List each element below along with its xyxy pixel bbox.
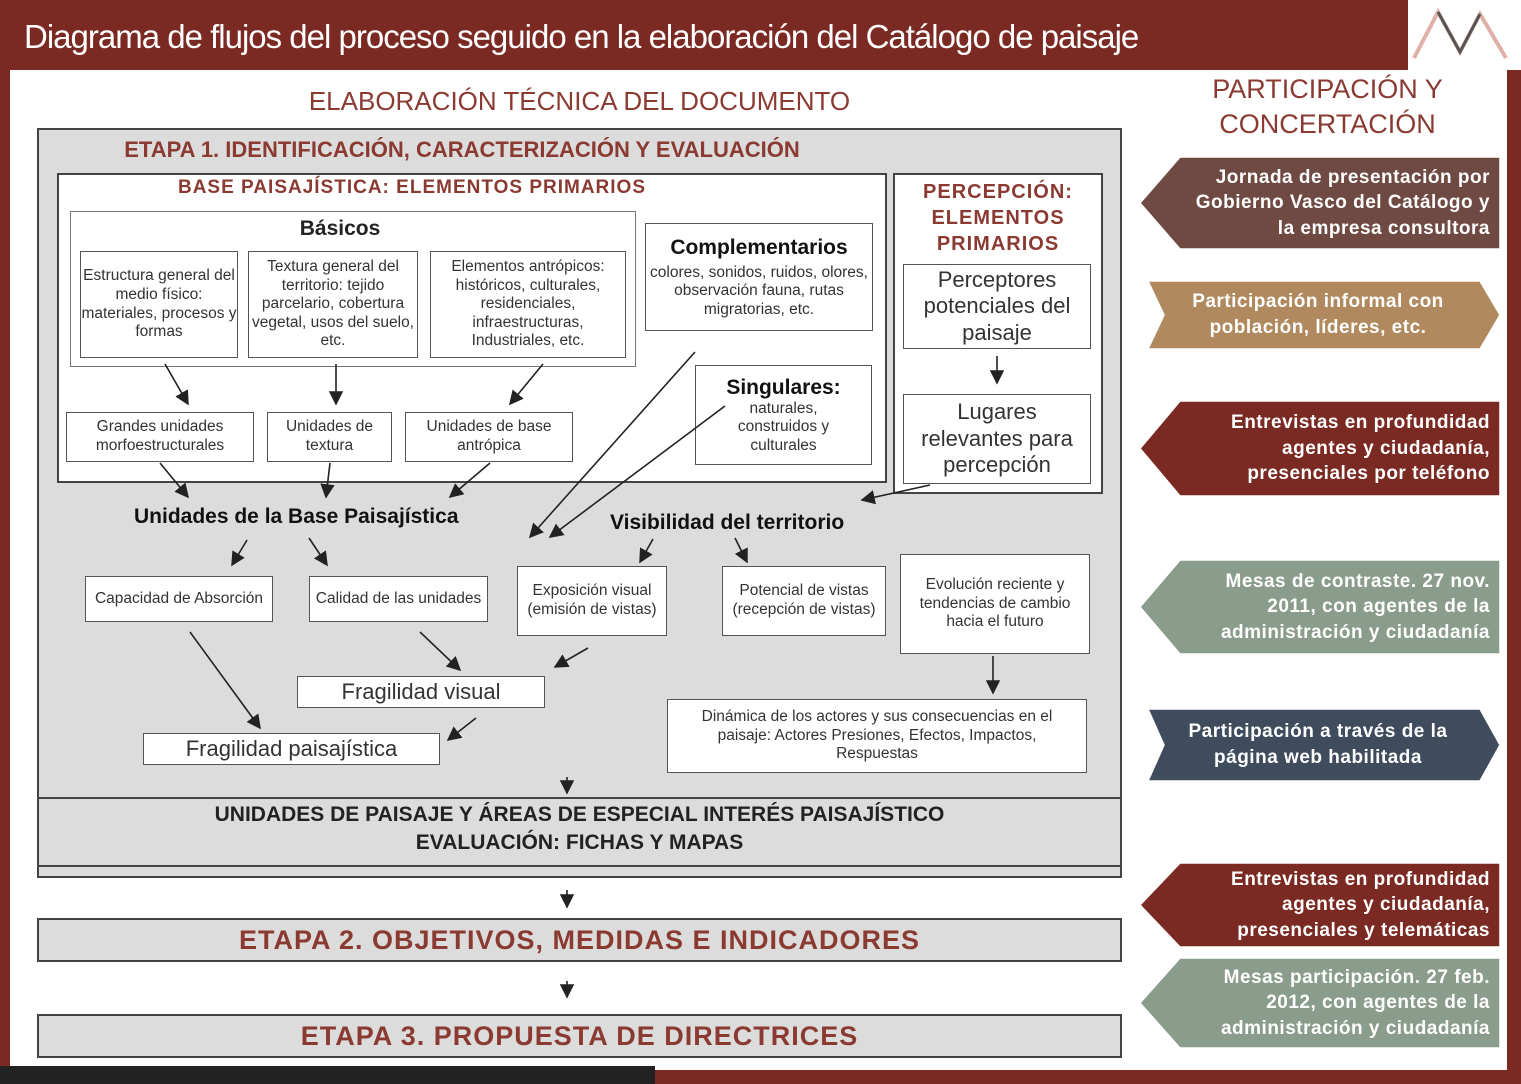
unidades-textura-box: Unidades de textura [267,412,392,462]
participation-text-1: Jornada de presentación por Gobierno Vas… [1195,166,1490,239]
resultado-line-1: UNIDADES DE PAISAJE Y ÁREAS DE ESPECIAL … [214,803,945,826]
basicos-title: Básicos [299,217,381,240]
etapa2-box: ETAPA 2. OBJETIVOS, MEDIDAS E INDICADORE… [37,918,1122,962]
left-header: ELABORACIÓN TÉCNICA DEL DOCUMENTO [308,86,851,116]
potencial-box: Potencial de vistas (recepción de vistas… [722,566,886,636]
exposicion-box: Exposición visual (emisión de vistas) [517,566,667,636]
basico-antropicos: Elementos antrópicos: históricos, cultur… [430,251,626,358]
participation-arrow-6 [1138,862,1501,948]
participation-arrow-3 [1139,400,1501,497]
participation-arrow-2 [1146,280,1501,350]
percepcion-title-line-2: ELEMENTOS [931,207,1065,229]
singulares-text: naturales, construidos y culturales [737,399,830,454]
singulares-title: Singulares: [726,375,841,399]
resultado-box: UNIDADES DE PAISAJE Y ÁREAS DE ESPECIAL … [37,797,1122,867]
right-header-line-2: CONCERTACIÓN [1219,109,1436,140]
visibilidad-label: Visibilidad del territorio [610,511,845,534]
calidad-box: Calidad de las unidades [309,576,488,622]
participation-text-4: Mesas de contraste. 27 nov. 2011, con ag… [1220,570,1490,643]
perceptores-box: Perceptores potenciales del paisaje [903,264,1091,349]
unidades-antropica-box: Unidades de base antrópica [405,412,573,462]
basico-textura: Textura general del territorio: tejido p… [248,251,418,358]
complementarios-text: colores, sonidos, ruidos, olores, observ… [650,263,868,318]
participation-arrow-1 [1139,156,1501,250]
participation-arrow-7 [1138,957,1501,1049]
complementarios-box: Complementarios colores, sonidos, ruidos… [645,223,873,331]
logo [1408,0,1521,70]
participation-arrow-5 [1146,708,1501,782]
base-paisajistica-title: BASE PAISAJÍSTICA: ELEMENTOS PRIMARIOS [177,177,646,198]
etapa3-box: ETAPA 3. PROPUESTA DE DIRECTRICES [37,1014,1122,1058]
grandes-unidades-box: Grandes unidades morfoestructurales [66,412,254,462]
singulares-box: Singulares: naturales, construidos y cul… [695,365,872,465]
dinamica-box: Dinámica de los actores y sus consecuenc… [667,699,1087,773]
lugares-box: Lugares relevantes para percepción [903,394,1091,484]
capacidad-box: Capacidad de Absorción [85,576,273,622]
participation-text-7: Mesas participación. 27 feb. 2012, con a… [1220,966,1490,1039]
participation-arrow-4 [1139,559,1501,655]
participation-text-2: Participación informal con población, lí… [1192,291,1444,338]
resultado-line-2: EVALUACIÓN: FICHAS Y MAPAS [415,831,744,855]
participation-text-3: Entrevistas en profundidad agentes y ciu… [1231,412,1490,485]
etapa1-title: ETAPA 1. IDENTIFICACIÓN, CARACTERIZACIÓN… [124,137,800,162]
participation-text-5: Participación a través de la página web … [1188,721,1448,768]
right-header-line-1: PARTICIPACIÓN Y [1212,74,1443,104]
complementarios-title: Complementarios [670,235,848,259]
unidades-base-label: Unidades de la Base Paisajística [134,505,459,528]
bottom-bar [0,1066,655,1084]
fragilidad-paisajistica-box: Fragilidad paisajística [143,733,440,765]
percepcion-title-line-3: PRIMARIOS [936,233,1060,255]
participation-text-6: Entrevistas en profundidad agentes y ciu… [1231,868,1490,941]
logo-mark [1412,7,1508,60]
evolucion-box: Evolución reciente y tendencias de cambi… [900,554,1090,654]
basico-estructura: Estructura general del medio físico: mat… [80,251,238,358]
fragilidad-visual-box: Fragilidad visual [297,676,545,708]
percepcion-title-line-1: PERCEPCIÓN: [923,181,1073,203]
slide-title: Diagrama de flujos del proceso seguido e… [0,0,1408,70]
percepcion-title: PERCEPCIÓN: ELEMENTOS PRIMARIOS [893,179,1103,257]
right-header: PARTICIPACIÓN Y CONCERTACIÓN [1140,72,1515,142]
